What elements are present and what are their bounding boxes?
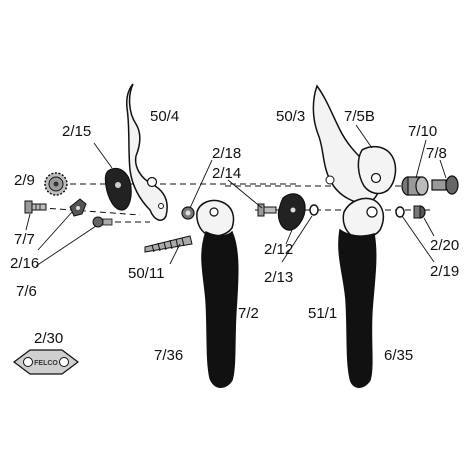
label-2-20: 2/20: [430, 237, 459, 254]
lock-plate-hole: [76, 206, 80, 210]
anvil-pivot-hole: [370, 172, 382, 184]
bolt-7-7: [24, 200, 47, 214]
label-2-18: 2/18: [212, 145, 241, 162]
nut-2-18: [181, 206, 195, 220]
label-2-30: 2/30: [34, 330, 63, 347]
label-7-36: 7/36: [154, 347, 183, 364]
lower-jaw-51-1-head: [342, 197, 385, 239]
leader-7-5b: [355, 124, 373, 149]
label-50-4: 50/4: [150, 108, 179, 125]
spring-coils: [151, 237, 185, 253]
adjusting-gear-2-9: [44, 172, 68, 196]
leader-7-8: [439, 159, 447, 179]
lower-jaw-7-2-head: [196, 199, 235, 237]
leader-2-12: [285, 229, 293, 245]
leader-7-7: [25, 213, 31, 231]
label-2-9: 2/9: [14, 172, 35, 189]
blade-hole-small: [158, 203, 164, 209]
leader-7-10: [415, 139, 427, 179]
label-2-15: 2/15: [62, 123, 91, 140]
label-2-16: 2/16: [10, 255, 39, 272]
wrench-2-30: FELCO: [13, 349, 79, 375]
label-50-3: 50/3: [276, 108, 305, 125]
part-labels: 50/4 2/15 2/18 2/9 2/14 7/7 2/16 7/6 50/…: [10, 108, 459, 364]
bolt-2-14: [257, 203, 277, 217]
label-7-5b: 7/5B: [344, 108, 375, 125]
label-50-11: 50/11: [128, 265, 164, 282]
leader-2-18: [189, 159, 213, 209]
label-7-7: 7/7: [14, 231, 35, 248]
label-7-2: 7/2: [238, 305, 259, 322]
label-2-13: 2/13: [264, 269, 293, 286]
leader-2-16: [37, 211, 73, 251]
washer-2-19: [395, 206, 405, 218]
leader-7-6: [35, 225, 97, 267]
jaw-pivot-hole: [209, 207, 219, 217]
leader-50-11: [169, 243, 181, 265]
spring-50-11: [144, 235, 193, 253]
axis-bolt-left: [29, 206, 141, 216]
lock-plate-2-12-hole: [290, 207, 296, 213]
leader-2-20: [423, 217, 435, 237]
label-6-35: 6/35: [384, 347, 413, 364]
leader-2-13: [281, 215, 313, 263]
label-2-12: 2/12: [264, 241, 293, 258]
pivot-bolt-7-8: [431, 175, 459, 195]
spring-plate-2-15: [104, 167, 132, 211]
bushing-7-10: [401, 176, 429, 196]
anvil-7-5b: [357, 145, 397, 195]
spring-plate-hole: [115, 182, 121, 188]
wrench-brand-text: FELCO: [34, 360, 58, 367]
label-2-14: 2/14: [212, 165, 241, 182]
leader-2-15: [93, 142, 113, 169]
leader-lines: [25, 124, 447, 267]
leader-2-14: [227, 179, 263, 209]
label-51-1: 51/1: [308, 305, 337, 322]
label-7-6: 7/6: [16, 283, 37, 300]
leader-2-19: [401, 215, 435, 263]
right-jaw-pivot-hole: [366, 206, 378, 218]
label-7-8: 7/8: [426, 145, 447, 162]
screw-7-6: [92, 216, 113, 228]
washer-2-13: [309, 204, 319, 216]
nut-2-20: [413, 205, 426, 219]
handle-51-1: [338, 228, 377, 388]
label-7-10: 7/10: [408, 123, 437, 140]
upper-blade-50-4: [126, 83, 168, 221]
label-2-19: 2/19: [430, 263, 459, 280]
right-blade-hole: [325, 175, 335, 185]
handle-7-2: [201, 230, 239, 388]
blade-pivot-hole: [146, 176, 158, 188]
